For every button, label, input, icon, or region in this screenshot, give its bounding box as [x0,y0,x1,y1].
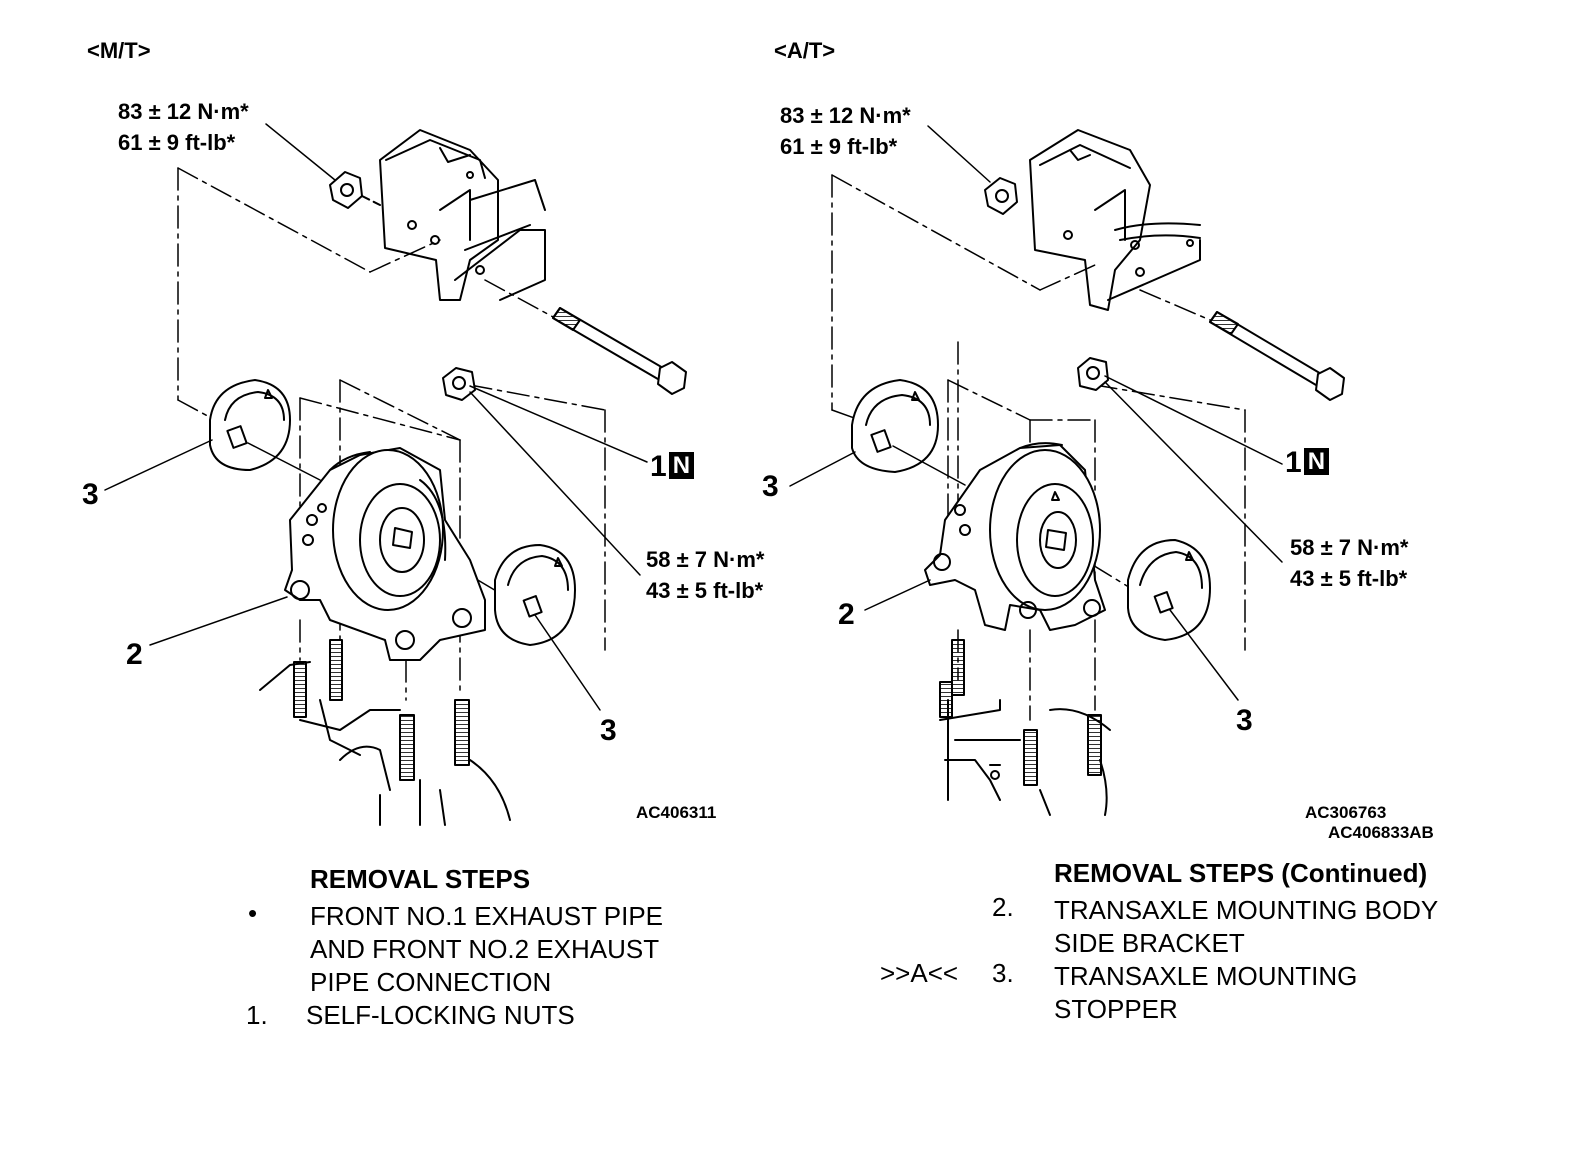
mt-long-bolt [552,307,687,395]
mt-lower-studs [259,639,511,826]
at-stopper-left [789,379,966,487]
removal-step-3-line-2: STOPPER [1054,994,1178,1024]
removal-steps-continued-title: REMOVAL STEPS (Continued) [1054,858,1428,888]
at-torque-top: 83 ± 12 N·m* 61 ± 9 ft-lb* [780,100,911,162]
at-mounting-body [864,442,1106,631]
mt-callout-stopper-right: 3 [600,714,617,747]
removal-step-3-ref: >>A<< [880,958,959,988]
at-self-locking-nut [1077,357,1283,563]
removal-step-2-line-2: SIDE BRACKET [1054,928,1245,958]
mt-mounting-body [149,447,486,661]
removal-step-1: SELF-LOCKING NUTS [306,1000,575,1030]
at-assembly-drawing [789,125,1345,816]
removal-step-2: TRANSAXLE MOUNTING BODY SIDE BRACKET [1054,894,1438,960]
at-figure-code-2-main: AC406833 [1328,823,1410,842]
at-figure-code-2: AC406833AB [1328,824,1434,841]
mt-torque-nut-imperial: 43 ± 5 ft-lb* [646,578,764,603]
mt-callout-stopper-left: 3 [82,478,99,511]
mt-stopper-right [494,544,601,711]
mt-self-locking-nut [442,367,648,576]
mt-torque-top-imperial: 61 ± 9 ft-lb* [118,130,236,155]
mt-non-reusable-badge: N [668,452,695,479]
mt-figure-code: AC406311 [636,803,717,822]
at-header: <A/T> [774,38,836,63]
mt-stopper-left [104,379,321,491]
removal-step-3: TRANSAXLE MOUNTING STOPPER [1054,960,1357,1026]
removal-steps-title: REMOVAL STEPS [310,864,531,894]
removal-step-1-marker: 1. [246,1000,268,1030]
at-torque-top-metric: 83 ± 12 N·m* [780,103,911,128]
at-callout-stopper-left: 3 [762,470,779,503]
at-torque-top-imperial: 61 ± 9 ft-lb* [780,134,898,159]
at-callout-nut-number: 1 [1285,446,1302,479]
at-lower-studs [939,639,1111,816]
at-torque-nut: 58 ± 7 N·m* 43 ± 5 ft-lb* [1290,532,1408,594]
mt-callout-bracket: 2 [126,638,143,671]
mt-top-nut [329,171,381,209]
mt-torque-nut: 58 ± 7 N·m* 43 ± 5 ft-lb* [646,544,764,606]
at-body-bracket [1029,129,1201,311]
at-figure-code-1: AC306763 [1305,803,1387,822]
mt-assembly-drawing [104,123,687,826]
mt-header: <M/T> [87,38,151,63]
at-torque-nut-metric: 58 ± 7 N·m* [1290,535,1409,560]
removal-step-2-line-1: TRANSAXLE MOUNTING BODY [1054,895,1439,925]
at-torque-nut-imperial: 43 ± 5 ft-lb* [1290,566,1408,591]
mt-callout-nut-number: 1 [650,450,667,483]
mt-torque-top: 83 ± 12 N·m* 61 ± 9 ft-lb* [118,96,249,158]
removal-step-bullet-line-1: FRONT NO.1 EXHAUST PIPE [310,901,664,931]
mt-body-bracket [379,129,546,301]
at-long-bolt [1209,311,1345,401]
at-non-reusable-badge: N [1303,448,1330,475]
removal-step-3-line-1: TRANSAXLE MOUNTING [1054,961,1358,991]
removal-step-2-marker: 2. [992,892,1014,922]
removal-step-bullet: FRONT NO.1 EXHAUST PIPE AND FRONT NO.2 E… [310,900,663,999]
at-callout-bracket: 2 [838,598,855,631]
mt-torque-top-metric: 83 ± 12 N·m* [118,99,249,124]
at-figure-code-suffix: AB [1409,823,1434,842]
removal-step-3-marker: 3. [992,958,1014,988]
removal-step-bullet-marker: • [248,898,258,928]
at-callout-stopper-right: 3 [1236,704,1253,737]
at-top-nut [984,177,1018,215]
mt-torque-nut-metric: 58 ± 7 N·m* [646,547,765,572]
removal-step-bullet-line-3: PIPE CONNECTION [310,967,552,997]
removal-step-bullet-line-2: AND FRONT NO.2 EXHAUST [310,934,660,964]
at-stopper-right [1127,539,1239,701]
